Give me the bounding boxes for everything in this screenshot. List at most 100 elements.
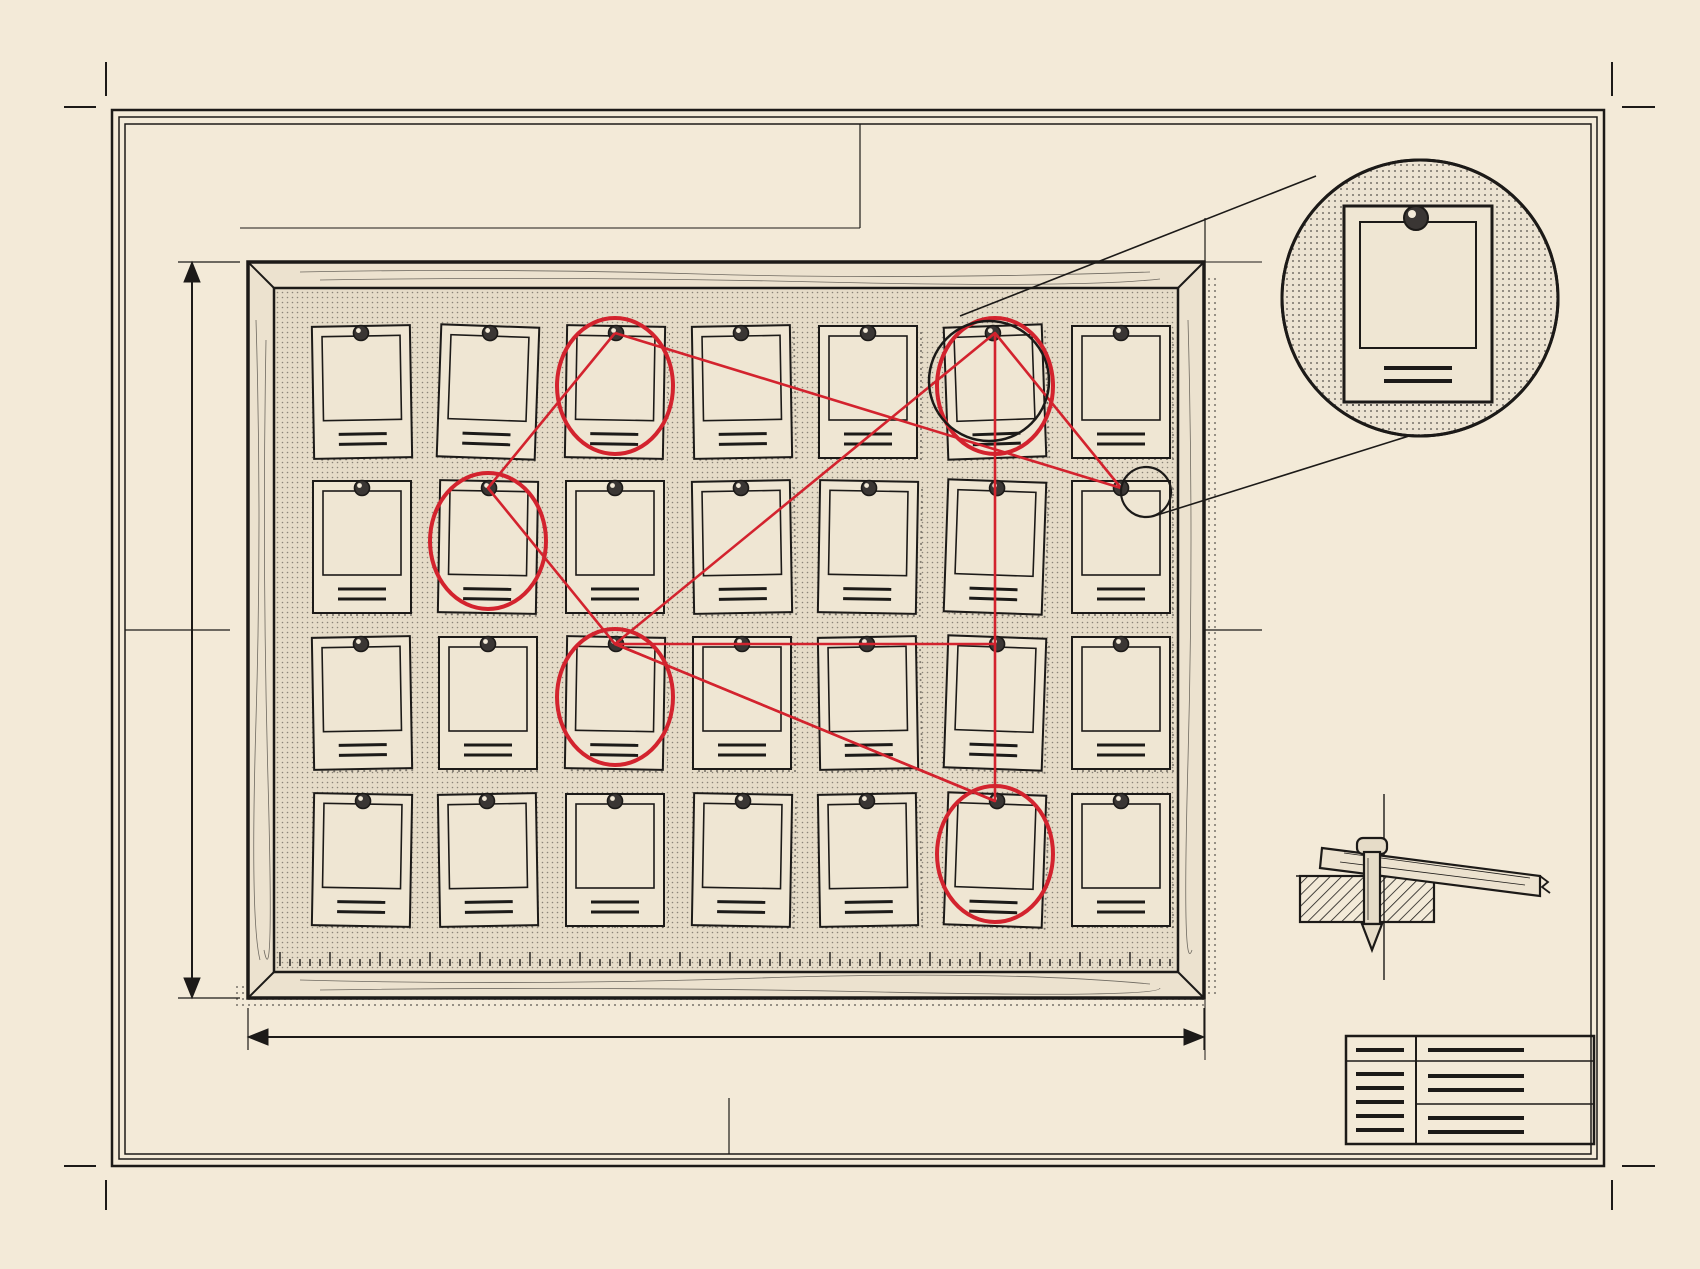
title-block: [1344, 1034, 1596, 1146]
photo-card: [942, 323, 1052, 466]
caption-line: [969, 752, 1018, 758]
caption-line: [718, 597, 767, 601]
caption-line: [718, 432, 767, 436]
caption-line: [844, 743, 893, 747]
push-pin-icon: [352, 324, 370, 342]
photo-grid: [310, 323, 1175, 934]
photo-card: [818, 324, 922, 464]
caption-line: [590, 442, 639, 446]
photo-card: [563, 635, 671, 776]
photo-card: [816, 792, 924, 933]
push-pin-icon: [859, 324, 877, 342]
caption-line: [972, 431, 1021, 437]
push-pin-icon: [1112, 324, 1130, 342]
caption-line: [338, 743, 387, 747]
red-circle-marker: [555, 316, 675, 456]
push-pin-icon: [858, 792, 876, 810]
caption-line: [969, 742, 1018, 748]
photo-card: [1071, 635, 1175, 775]
red-string-icon: [614, 642, 996, 803]
caption-line: [337, 900, 386, 904]
photo-card: [565, 479, 669, 619]
caption-line: [590, 743, 639, 747]
caption-line: [462, 431, 511, 437]
caption-line: [969, 909, 1018, 915]
caption-line: [338, 432, 387, 436]
caption-line: [462, 441, 511, 447]
photo-card: [565, 792, 669, 932]
photo-card: [816, 635, 924, 776]
push-pin-icon: [860, 479, 878, 497]
photo-card: [310, 324, 418, 465]
push-pin-icon: [734, 792, 752, 810]
magnifier-callout-icon: [927, 158, 1560, 519]
push-pin-icon: [1403, 205, 1429, 231]
push-pin-icon: [606, 792, 624, 810]
photo-card: [690, 792, 798, 933]
photo-card: [312, 479, 416, 619]
caption-line: [843, 587, 892, 591]
photo-card: [942, 634, 1052, 777]
push-pin-icon: [988, 479, 1006, 497]
photo-card: [942, 791, 1052, 934]
push-pin-icon: [352, 635, 370, 653]
caption-line: [463, 597, 512, 601]
caption-line: [337, 910, 386, 914]
caption-line: [844, 910, 893, 914]
circled-photos: [428, 316, 1055, 924]
push-pin-icon: [479, 635, 497, 653]
push-pin-icon: [988, 792, 1006, 810]
photo-card: [1071, 479, 1175, 619]
caption-line: [718, 587, 767, 591]
push-pin-icon: [481, 324, 499, 342]
photo-card: [690, 479, 798, 620]
caption-line: [969, 596, 1018, 602]
photo-card: [690, 324, 798, 465]
push-pin-icon: [1112, 635, 1130, 653]
push-pin-icon: [1112, 792, 1130, 810]
red-circle-marker: [555, 627, 675, 767]
caption-line: [717, 910, 766, 914]
photo-card: [563, 324, 671, 465]
photo-card: [435, 323, 545, 466]
push-pin-icon: [478, 792, 496, 810]
caption-line: [717, 900, 766, 904]
photo-card: [942, 478, 1052, 621]
red-circle-marker: [428, 471, 548, 611]
photo-card: [1071, 792, 1175, 932]
photo-card: [310, 635, 418, 776]
caption-line: [843, 597, 892, 601]
push-pin-icon: [354, 792, 372, 810]
photo-card: [438, 635, 542, 775]
caption-line: [718, 442, 767, 446]
photo-card: [816, 479, 924, 620]
push-pin-icon: [353, 479, 371, 497]
push-pin-icon: [606, 479, 624, 497]
photo-card: [436, 479, 544, 620]
caption-line: [844, 900, 893, 904]
push-pin-icon: [732, 324, 750, 342]
caption-line: [969, 586, 1018, 592]
caption-line: [338, 753, 387, 757]
photo-card: [692, 635, 796, 775]
red-string-icon: [614, 331, 996, 646]
push-pin-icon: [732, 479, 750, 497]
caption-line: [464, 910, 513, 914]
caption-line: [969, 899, 1018, 905]
caption-line: [590, 432, 639, 436]
caption-line: [590, 753, 639, 757]
dimension-lines: [178, 260, 1206, 1050]
caption-line: [464, 900, 513, 904]
pin-section-icon: [1296, 794, 1551, 980]
photo-card: [436, 792, 544, 933]
red-circle-marker: [935, 316, 1055, 456]
photo-card: [310, 792, 418, 933]
sheet-border: [64, 62, 1655, 1210]
frame-ruler: [279, 952, 1171, 966]
caption-line: [463, 587, 512, 591]
photo-card: [1071, 324, 1175, 464]
red-circle-marker: [935, 784, 1055, 924]
caption-line: [338, 442, 387, 446]
